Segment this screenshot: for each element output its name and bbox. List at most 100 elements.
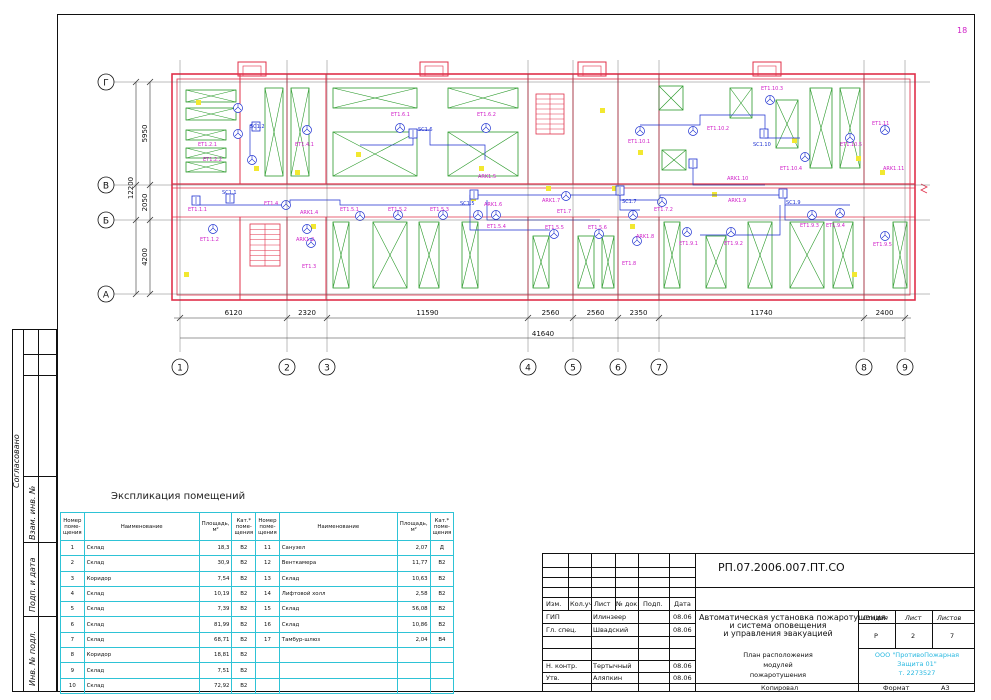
sprinkler-module-glyph xyxy=(689,127,697,134)
device-label: ЕТ1.2.2 xyxy=(203,157,222,163)
column-axis-label: 4 xyxy=(525,364,531,374)
table-cell-c1: В2 xyxy=(231,616,257,633)
table-cell-n2: 11 xyxy=(255,539,280,557)
sprinkler-module-glyph xyxy=(307,239,315,246)
storage-rack-cross xyxy=(729,87,753,119)
table-cell-a1: 72,92 xyxy=(198,677,233,694)
sprinkler-module-glyph xyxy=(303,126,311,133)
module-label: SC1.10 xyxy=(753,142,771,148)
drawing-frame xyxy=(57,14,975,692)
table-cell-n2: 15 xyxy=(255,601,280,618)
table-cell-n1: 9 xyxy=(60,662,85,679)
table-cell-name2: Склад xyxy=(278,616,398,633)
table-cell-a1: 81,99 xyxy=(198,616,233,633)
sprinkler-module xyxy=(247,155,257,165)
sprinkler-module xyxy=(302,125,312,135)
sprinkler-module-glyph xyxy=(727,228,735,235)
sprinkler-module-glyph xyxy=(881,232,889,239)
sprinkler-module-glyph xyxy=(881,126,889,133)
device-label: ARK1.5 xyxy=(478,174,496,180)
table-cell-c1: В2 xyxy=(231,570,257,587)
device-label: ЕТ1.2.1 xyxy=(198,142,217,148)
storage-rack-cross xyxy=(532,235,550,289)
signal-wire xyxy=(360,129,486,160)
company-name: ООО "ПротивоПожарная Защита 01" т. 22735… xyxy=(874,651,960,677)
role-gip: ГИП xyxy=(546,613,560,621)
sprinkler-module xyxy=(628,210,638,220)
sprinkler-module xyxy=(657,197,667,207)
column-axis-label: 2 xyxy=(284,364,290,374)
sprinkler-module-glyph xyxy=(846,134,854,141)
storage-rack-cross xyxy=(775,99,799,149)
table-cell-c2 xyxy=(429,677,455,694)
storage-rack xyxy=(789,221,825,289)
sprinkler-module-glyph xyxy=(356,212,364,219)
project-title: Автоматическая установка пожаротушения и… xyxy=(699,613,886,638)
column-axis-label: 3 xyxy=(324,364,330,374)
sprinkler-module xyxy=(393,210,403,220)
signal-wire xyxy=(196,194,850,206)
device-label: ARK1.11 xyxy=(883,166,904,172)
sprinkler-module-glyph xyxy=(808,211,816,218)
yellow-marker xyxy=(600,108,605,113)
table-cell-a2: 56,08 xyxy=(396,601,431,618)
table-cell-c1: В2 xyxy=(231,647,257,664)
header-num: Номер поме- щения xyxy=(60,512,85,541)
device-label: ARK1.7 xyxy=(542,198,560,204)
sprinkler-module xyxy=(561,191,571,201)
sprinkler-module-glyph xyxy=(629,211,637,218)
table-cell-n1: 7 xyxy=(60,631,85,649)
device-label: ARK1.10 xyxy=(727,176,748,182)
sprinkler-module-glyph xyxy=(234,104,242,111)
table-cell-n2 xyxy=(255,677,280,694)
sprinkler-module-glyph xyxy=(209,225,217,232)
sprinkler-module-glyph xyxy=(550,230,558,237)
yellow-marker xyxy=(356,152,361,157)
device-label: ЕТ1.1.2 xyxy=(200,237,219,243)
table-cell-n2 xyxy=(255,662,280,679)
table-cell-c2: В2 xyxy=(429,601,455,618)
device-label: ARK1.4 xyxy=(300,210,318,216)
table-cell-c2 xyxy=(429,647,455,664)
storage-rack xyxy=(185,161,227,173)
row-axis-bubble xyxy=(97,211,115,229)
table-cell-a2: 10,86 xyxy=(396,616,431,633)
yellow-marker xyxy=(856,156,861,161)
sprinkler-module-glyph xyxy=(396,124,404,131)
header-name-2: Наименование xyxy=(278,512,398,541)
table-cell-a2: 2,07 xyxy=(396,539,431,557)
table-cell-name1: Склад xyxy=(83,585,200,603)
yellow-marker xyxy=(295,170,300,175)
yellow-marker xyxy=(792,138,797,143)
column-axis-label: 5 xyxy=(570,364,576,374)
sheet-number: 18 xyxy=(957,26,968,35)
yellow-marker xyxy=(184,272,189,277)
device-label: ЕТ1.5.6 xyxy=(588,225,607,231)
storage-rack-cross xyxy=(577,235,595,289)
storage-rack xyxy=(418,221,440,289)
column-axis-bubble xyxy=(171,358,189,376)
device-label: ARK1.2 xyxy=(296,237,314,243)
signal-wire xyxy=(640,114,800,139)
sprinkler-module-glyph xyxy=(766,96,774,103)
roof-hatch-inner xyxy=(424,65,444,77)
sprinkler-module-glyph xyxy=(633,237,641,244)
sign-date-label: Подп. и дата xyxy=(28,557,37,613)
row-axis-bubble xyxy=(97,176,115,194)
table-cell-a2: 11,77 xyxy=(396,555,431,572)
storage-rack-cross xyxy=(447,131,519,177)
table-cell-n1: 1 xyxy=(60,539,85,557)
yellow-marker xyxy=(479,166,484,171)
dimension-value-horizontal: 2320 xyxy=(298,309,316,317)
signal-wire xyxy=(469,195,550,231)
storage-rack-cross xyxy=(461,221,479,289)
sprinkler-module xyxy=(491,210,501,220)
sprinkler-module-glyph xyxy=(801,153,809,160)
table-cell-name1: Склад xyxy=(83,616,200,633)
table-cell-n2: 17 xyxy=(255,631,280,649)
